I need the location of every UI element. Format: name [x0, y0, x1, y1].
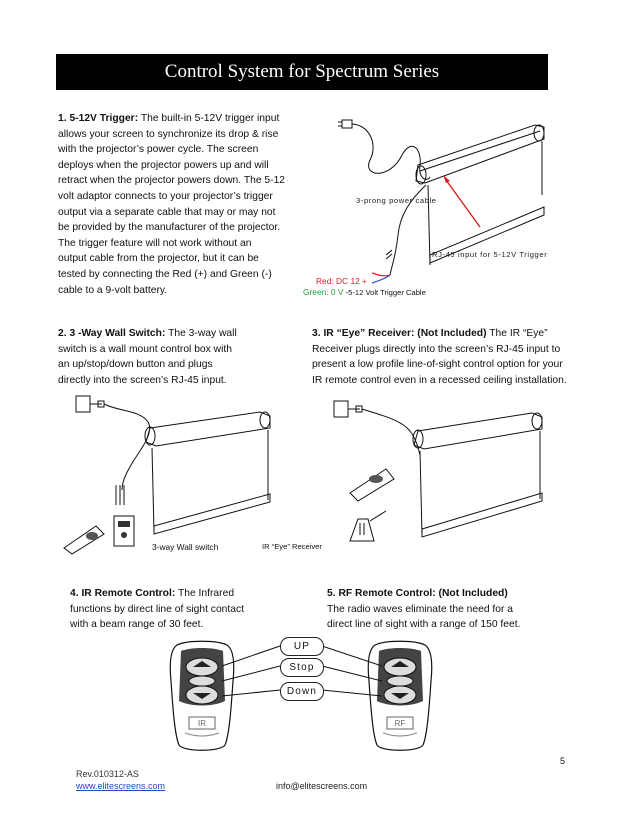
website-link[interactable]: www.elitescreens.com: [76, 781, 166, 791]
up-arrow-icon: [391, 661, 409, 667]
section-trigger-text: 1. 5-12V Trigger: The built-in 5-12V tri…: [58, 113, 286, 296]
ir-receiver-diagram: [333, 400, 543, 542]
section-wall-switch-heading: 2. 3 -Way Wall Switch:: [58, 328, 166, 339]
section-trigger-heading: 1. 5-12V Trigger:: [58, 113, 139, 124]
wall-switch-label: 3-way Wall switch: [152, 542, 219, 552]
section-rf-remote-heading: 5. RF Remote Control: (Not Included): [327, 588, 508, 599]
rj45-label: RJ-45 input for 5-12V Trigger: [432, 250, 548, 259]
trigger-diagram: [338, 119, 545, 284]
down-arrow-icon: [391, 693, 409, 699]
ir-receiver-label: IR “Eye” Receiver: [262, 542, 322, 551]
rj45-arrow: [445, 179, 481, 228]
page-title: Control System for Spectrum Series: [56, 54, 548, 90]
up-arrow-icon: [193, 661, 211, 667]
section-ir-receiver-text: 3. IR “Eye” Receiver: (Not Included) The…: [312, 328, 567, 386]
email-address: info@elitescreens.com: [276, 781, 368, 791]
wall-switch-diagram: [63, 395, 271, 555]
up-button-label: UP: [280, 637, 324, 656]
power-cable: [351, 123, 431, 180]
green-wire-label: Green: 0 V: [303, 287, 344, 297]
page-number: 5: [560, 756, 566, 766]
section-wall-switch-text: 2. 3 -Way Wall Switch: The 3-way wall sw…: [58, 328, 237, 386]
stop-button-label: Stop: [280, 658, 324, 677]
section-rf-remote-text: 5. RF Remote Control: (Not Included) The…: [327, 588, 521, 631]
ir-remote-small: [63, 525, 105, 555]
section-ir-remote-text: 4. IR Remote Control: The Infrared funct…: [70, 588, 244, 631]
trigger-cable: [389, 184, 427, 276]
rf-remote-label: RF: [394, 718, 406, 728]
down-arrow-icon: [193, 693, 211, 699]
wall-switch-icon: [113, 515, 135, 547]
section-ir-receiver-heading: 3. IR “Eye” Receiver: (Not Included): [312, 328, 487, 339]
ir-eye-receiver-icon: [349, 518, 375, 542]
red-wire-label: Red: DC 12 +: [316, 276, 367, 286]
trigger-cable-label: 5-12 Volt Trigger Cable: [348, 288, 426, 297]
ir-remote-label: IR: [198, 718, 206, 728]
rf-remote-large: [367, 640, 433, 751]
screen-surface: [427, 141, 543, 266]
screen-housing: [415, 124, 545, 184]
revision-code: Rev.010312-AS: [76, 769, 139, 779]
power-cable-label: 3-prong power cable: [356, 196, 437, 205]
down-button-label: Down: [280, 682, 324, 701]
section-ir-remote-heading: 4. IR Remote Control:: [70, 588, 176, 599]
ir-remote-large: [169, 640, 235, 751]
